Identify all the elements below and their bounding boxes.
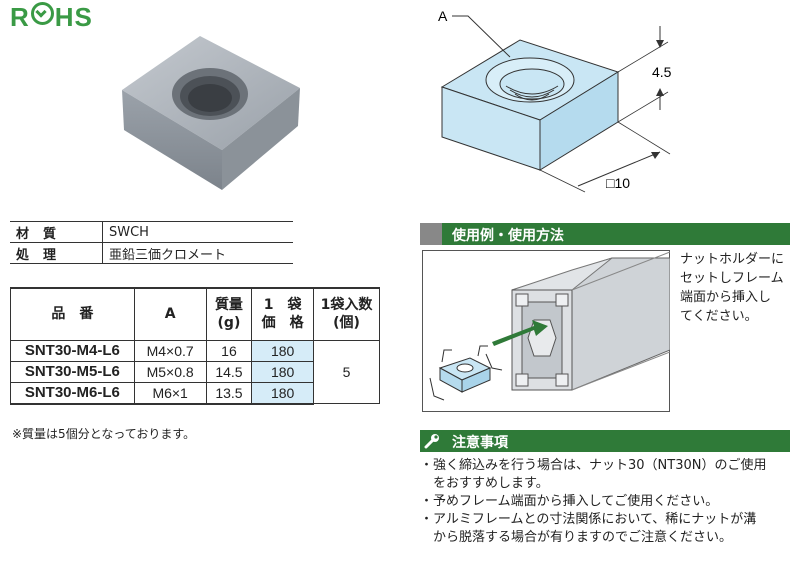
table-row: SNT30-M4-L6 M4×0.7 16 180 5: [10, 339, 380, 404]
spec-value: 亜鉛三価クロメート: [102, 242, 293, 264]
header-part-number: 品 番: [10, 287, 135, 341]
spec-key: 材質: [10, 221, 103, 243]
qty-value: 5: [313, 339, 380, 404]
price-value: 180: [251, 381, 315, 405]
caution-item: をおすすめします。: [420, 476, 549, 491]
part-number: SNT30-M4-L6: [10, 339, 135, 362]
thread-size: M6×1: [133, 381, 207, 405]
mass-value: 14.5: [205, 360, 253, 383]
price-value: 180: [251, 360, 315, 383]
thread-size: M5×0.8: [133, 360, 207, 383]
thread-size: M4×0.7: [133, 339, 207, 362]
mass-value: 16: [205, 339, 253, 362]
part-number: SNT30-M6-L6: [10, 381, 135, 405]
spec-row: 材質 SWCH: [10, 221, 293, 243]
usage-line: てください。: [680, 309, 758, 324]
usage-section-header: 使用例・使用方法: [420, 223, 790, 245]
caution-item: から脱落する場合が有りますのでご注意ください。: [420, 530, 733, 545]
caution-item: ・アルミフレームとの寸法関係において、稀にナットが溝: [420, 512, 757, 527]
usage-line: ナットホルダーに: [680, 252, 785, 267]
mass-footnote: ※質量は5個分となっております。: [12, 427, 196, 441]
table-row: SNT30-M5-L6 M5×0.8 14.5 180: [10, 360, 380, 383]
spec-key: 処理: [10, 242, 103, 264]
caution-list: ・強く締込みを行う場合は、ナット30（NT30N）のご使用 をおすすめします。 …: [420, 457, 795, 547]
label-a: A: [438, 8, 448, 24]
dim-width: □10: [606, 175, 630, 191]
caution-item: ・強く締込みを行う場合は、ナット30（NT30N）のご使用: [420, 458, 767, 473]
header-qty: 1袋入数 (個): [313, 287, 380, 341]
caution-section-header: 注意事項: [420, 430, 790, 452]
usage-line: セットしフレーム: [680, 271, 784, 286]
rohs-check-icon: [30, 2, 54, 25]
spec-table: 材質 SWCH 処理 亜鉛三価クロメート: [10, 221, 293, 264]
usage-title: 使用例・使用方法: [452, 228, 564, 244]
section-tab-marker: [420, 223, 442, 245]
mass-value: 13.5: [205, 381, 253, 405]
usage-line: 端面から挿入し: [680, 290, 772, 305]
table-row: SNT30-M6-L6 M6×1 13.5 180: [10, 381, 380, 405]
price-value: 180: [251, 339, 315, 362]
caution-title: 注意事項: [452, 435, 508, 451]
part-number: SNT30-M5-L6: [10, 360, 135, 383]
caution-item: ・予めフレーム端面から挿入してご使用ください。: [420, 494, 719, 509]
usage-illustration: [422, 250, 670, 412]
spec-value: SWCH: [102, 221, 293, 243]
usage-instructions: ナットホルダーに セットしフレーム 端面から挿入し てください。: [680, 250, 792, 326]
wrench-icon: [424, 434, 439, 449]
header-a: A: [133, 287, 207, 341]
header-mass: 質量 (g): [205, 287, 253, 341]
spec-row: 処理 亜鉛三価クロメート: [10, 242, 293, 264]
parts-table: 品 番 A 質量 (g) 1 袋 価 格 1袋入数 (個) SNT30-M4-L…: [10, 287, 380, 405]
dim-height: 4.5: [652, 64, 672, 80]
dimension-drawing: A 4.5 □10: [438, 8, 672, 193]
header-price: 1 袋 価 格: [251, 287, 315, 341]
product-photo: [122, 36, 300, 190]
